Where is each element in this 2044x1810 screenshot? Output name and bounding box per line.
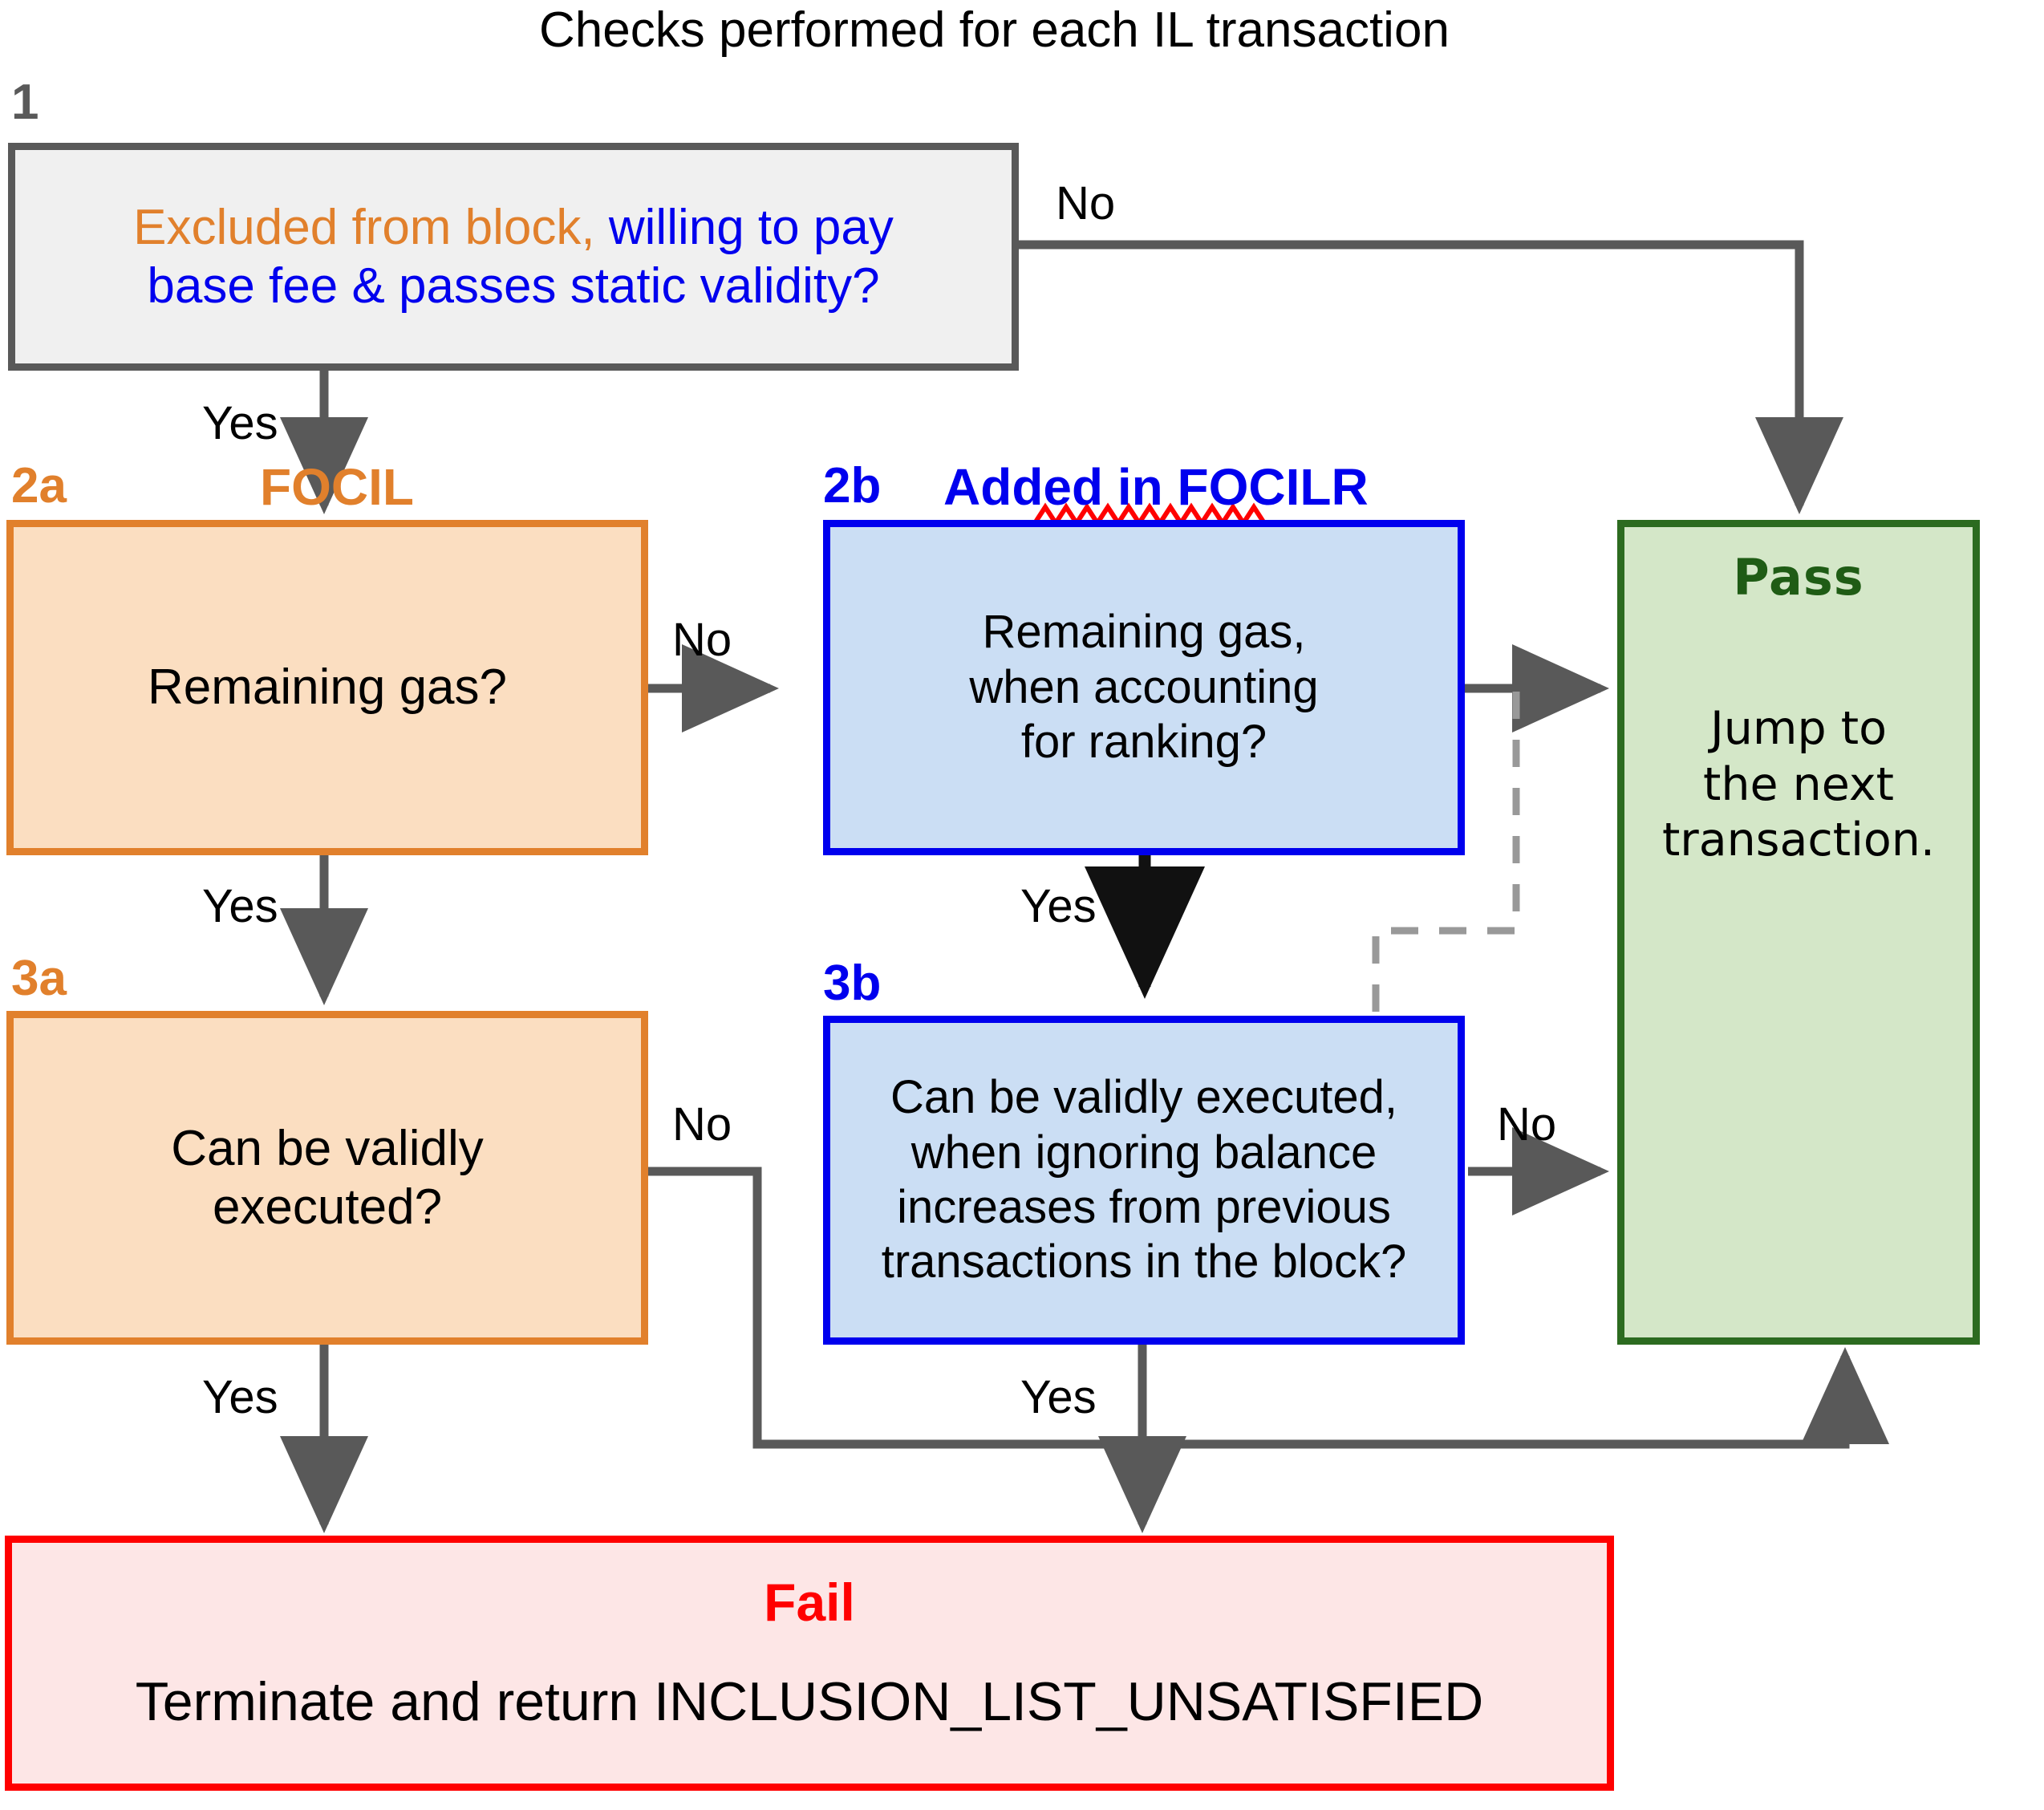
node-box-2a[interactable]: Remaining gas? [6, 520, 648, 855]
edge-label-3b-no: No [1497, 1098, 1557, 1151]
group-label-focil: FOCIL [260, 458, 414, 516]
box3b-line2: when ignoring balance [910, 1126, 1377, 1179]
box2b-line1: Remaining gas, [982, 606, 1306, 659]
step-number-3a: 3a [11, 951, 67, 1006]
node-box-3b[interactable]: Can be validly executed, when ignoring b… [823, 1016, 1465, 1345]
fail-title: Fail [764, 1573, 855, 1632]
edge-label-3a-yes: Yes [202, 1371, 278, 1423]
fail-body: Terminate and return INCLUSION_LIST_UNSA… [135, 1670, 1484, 1732]
box2b-line3: for ranking? [1020, 716, 1267, 769]
edge-label-3b-yes: Yes [1020, 1371, 1097, 1423]
box3a-line1: Can be validly [171, 1120, 484, 1176]
edge-label-1-no: No [1056, 177, 1116, 229]
edge-label-2a-yes: Yes [202, 880, 278, 932]
box3b-line4: transactions in the block? [881, 1236, 1407, 1289]
node-box-2b[interactable]: Remaining gas, when accounting for ranki… [823, 520, 1465, 855]
edge-label-1-yes: Yes [202, 397, 278, 449]
node-box-3b-text: Can be validly executed, when ignoring b… [830, 1070, 1458, 1290]
pass-line1: Jump to [1710, 702, 1887, 756]
pass-line2: the next [1703, 757, 1894, 811]
pass-body: Jump to the next transaction. [1662, 701, 1935, 869]
node-box-2b-text: Remaining gas, when accounting for ranki… [830, 605, 1458, 769]
box1-line1-part2: willing to pay [594, 199, 894, 255]
page-title: Checks performed for each IL transaction [539, 2, 1450, 58]
box3a-line2: executed? [212, 1179, 443, 1235]
node-box-3a[interactable]: Can be validly executed? [6, 1011, 648, 1345]
pass-title: Pass [1733, 548, 1864, 607]
node-box-1[interactable]: Excluded from block, willing to pay base… [8, 143, 1019, 371]
box3b-line3: increases from previous [897, 1181, 1391, 1233]
node-fail[interactable]: Fail Terminate and return INCLUSION_LIST… [5, 1536, 1614, 1791]
step-number-3b: 3b [823, 956, 882, 1011]
box2b-line2: when accounting [969, 660, 1319, 713]
step-number-1: 1 [11, 75, 39, 130]
node-box-2a-text: Remaining gas? [147, 659, 508, 716]
node-box-1-text: Excluded from block, willing to pay base… [15, 198, 1012, 315]
box1-line2: base fee & passes static validity? [147, 258, 880, 314]
box3b-line1: Can be validly executed, [890, 1071, 1397, 1124]
edge-label-3a-no: No [672, 1098, 732, 1151]
group-label-focilr: Added in FOCILR [943, 458, 1369, 516]
edge-label-2a-no: No [672, 614, 732, 666]
step-number-2a: 2a [11, 458, 67, 513]
node-pass[interactable]: Pass Jump to the next transaction. [1617, 520, 1980, 1345]
step-number-2b: 2b [823, 458, 882, 513]
pass-line3: transaction. [1661, 814, 1936, 867]
edge-label-2b-yes: Yes [1020, 880, 1097, 932]
node-box-3a-text: Can be validly executed? [14, 1119, 641, 1236]
box1-line1-part1: Excluded from block, [133, 199, 595, 255]
